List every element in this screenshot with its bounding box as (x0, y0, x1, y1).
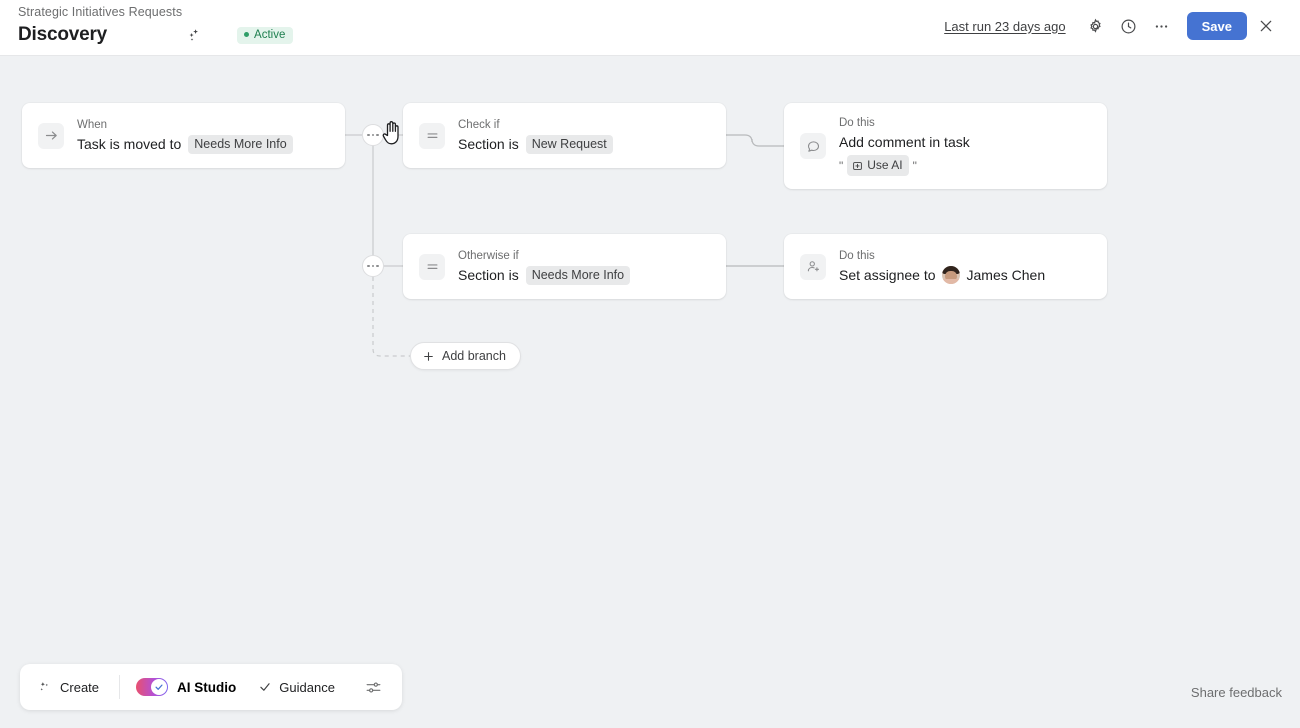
action-2-text-row: Set assignee to James Chen (839, 266, 1045, 285)
app-header: Strategic Initiatives Requests Discovery… (0, 0, 1300, 56)
plus-icon (422, 350, 435, 363)
sparkles-icon[interactable] (185, 26, 203, 44)
branch-handle-2[interactable] (362, 255, 384, 277)
condition-2-body: Otherwise if Section is Needs More Info (458, 249, 631, 285)
hand-cursor (381, 120, 403, 146)
ai-studio-label[interactable]: AI Studio (177, 679, 237, 695)
title-row: Discovery Active (18, 23, 294, 47)
use-ai-label: Use AI (867, 158, 903, 172)
condition-1-chip[interactable]: New Request (525, 134, 613, 154)
add-box-icon (852, 160, 863, 171)
add-branch-button[interactable]: Add branch (410, 342, 521, 370)
clock-icon[interactable] (1115, 12, 1143, 40)
assignee-icon (800, 253, 826, 280)
arrow-right-icon (38, 122, 64, 149)
dot (367, 264, 370, 268)
condition-node-2[interactable]: Otherwise if Section is Needs More Info (403, 234, 726, 299)
use-ai-chip[interactable]: Use AI (847, 155, 909, 176)
create-button[interactable]: Create (34, 672, 103, 702)
trigger-text-row: Task is moved to Needs More Info (77, 134, 293, 154)
ai-studio-toggle[interactable] (136, 678, 169, 696)
condition-2-chip[interactable]: Needs More Info (525, 265, 631, 285)
action-node-1[interactable]: Do this Add comment in task " Use AI " (784, 103, 1107, 189)
dot (376, 133, 379, 137)
dot (376, 264, 379, 268)
check-icon (258, 680, 272, 694)
condition-2-text: Section is (458, 266, 519, 283)
action-1-body: Do this Add comment in task " Use AI " (839, 116, 970, 176)
quote-close: " (912, 158, 917, 173)
breadcrumb[interactable]: Strategic Initiatives Requests (18, 5, 183, 19)
action-1-kicker: Do this (839, 117, 875, 129)
trigger-chip[interactable]: Needs More Info (188, 134, 293, 154)
workflow-canvas[interactable]: When Task is moved to Needs More Info Ch… (0, 57, 1300, 728)
share-feedback-link[interactable]: Share feedback (1190, 685, 1282, 700)
status-label: Active (254, 28, 286, 41)
condition-1-kicker: Check if (458, 118, 500, 131)
action-2-text: Set assignee to (839, 266, 936, 283)
action-1-text: Add comment in task (839, 134, 970, 150)
add-branch-label: Add branch (442, 349, 506, 363)
condition-2-kicker: Otherwise if (458, 249, 519, 262)
sliders-icon[interactable] (361, 672, 386, 702)
condition-lines-icon (419, 122, 445, 149)
avatar-hair (941, 266, 960, 274)
avatar-shirt (941, 279, 960, 284)
create-label: Create (60, 679, 100, 695)
header-actions: Last run 23 days ago Save (944, 12, 1284, 40)
quote-open: " (839, 158, 844, 173)
status-badge: Active (237, 26, 294, 44)
dot (367, 133, 370, 137)
dot (371, 133, 375, 137)
action-node-2[interactable]: Do this Set assignee to James Chen (784, 234, 1107, 299)
guidance-button[interactable]: Guidance (254, 672, 339, 702)
avatar-face (944, 271, 957, 282)
condition-lines-icon (419, 253, 445, 280)
condition-node-1[interactable]: Check if Section is New Request (403, 103, 726, 168)
condition-1-text: Section is (458, 135, 519, 152)
action-2-body: Do this Set assignee to James Chen (839, 249, 1045, 285)
dot (371, 264, 375, 268)
ellipsis-icon[interactable] (1148, 12, 1176, 40)
branch-handle-1[interactable] (362, 124, 384, 146)
condition-2-text-row: Section is Needs More Info (458, 265, 631, 285)
last-run-link[interactable]: Last run 23 days ago (944, 18, 1066, 34)
status-dot (244, 32, 250, 37)
trigger-node[interactable]: When Task is moved to Needs More Info (22, 103, 345, 168)
save-button[interactable]: Save (1186, 12, 1247, 40)
condition-1-text-row: Section is New Request (458, 134, 613, 154)
action-2-kicker: Do this (839, 249, 875, 262)
header-left-group: Strategic Initiatives Requests Discovery… (18, 4, 294, 47)
comment-icon (800, 133, 826, 159)
toolbar-divider (119, 675, 121, 699)
gear-icon[interactable] (1082, 12, 1110, 40)
avatar (941, 266, 960, 284)
bottom-toolbar: Create AI Studio Guidance (20, 664, 402, 710)
close-icon[interactable] (1253, 13, 1279, 39)
trigger-text: Task is moved to (77, 135, 182, 152)
sparkle-create-icon (38, 680, 53, 695)
trigger-body: When Task is moved to Needs More Info (77, 118, 293, 154)
trigger-kicker: When (77, 118, 108, 131)
guidance-label: Guidance (279, 679, 335, 695)
condition-1-body: Check if Section is New Request (458, 118, 613, 154)
page-title: Discovery (18, 24, 108, 45)
toggle-knob (151, 679, 168, 695)
action-1-sub: " Use AI " (839, 155, 970, 176)
assignee-name[interactable]: James Chen (966, 266, 1046, 283)
